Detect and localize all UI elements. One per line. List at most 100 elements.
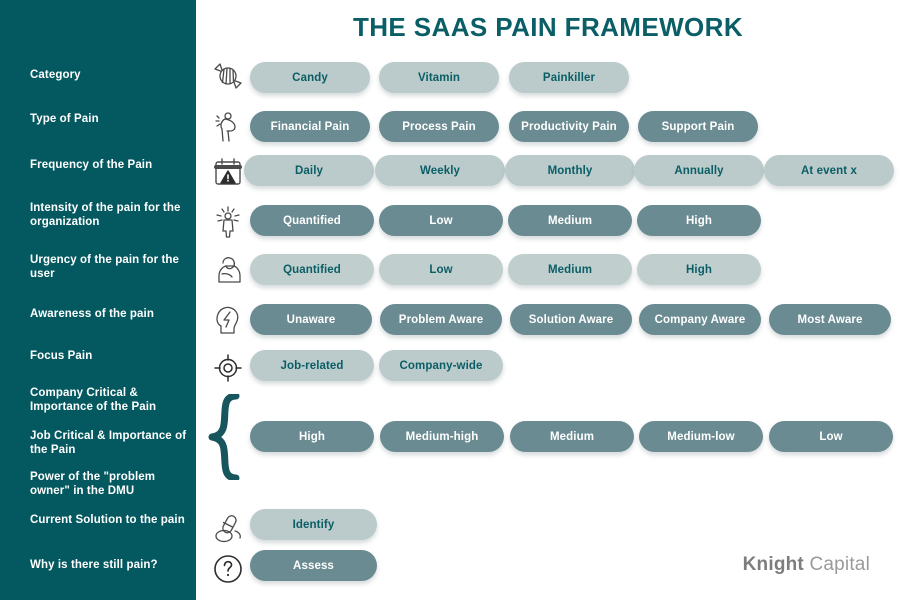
pill-label: Productivity Pain <box>521 120 617 133</box>
pill-awareness-of-the-pain-4[interactable]: Company Aware <box>639 304 761 335</box>
pill-label: Solution Aware <box>528 313 614 326</box>
pill-job-critical-importance-2[interactable]: Medium-high <box>380 421 504 452</box>
sidebar-item-label: Frequency of the Pain <box>30 159 153 171</box>
pill-urgency-of-the-pain-2[interactable]: Low <box>379 254 503 285</box>
sidebar-item-5[interactable]: Urgency of the pain for the user <box>30 253 190 281</box>
sidebar-item-label: Awareness of the pain <box>30 308 154 320</box>
pill-frequency-of-the-pain-4[interactable]: Annually <box>634 155 764 186</box>
pill-intensity-of-the-pain-4[interactable]: High <box>637 205 761 236</box>
sidebar-item-10[interactable]: Power of the "problem owner" in the DMU <box>30 470 190 498</box>
pill-label: Medium <box>547 263 593 276</box>
pill-awareness-of-the-pain-3[interactable]: Solution Aware <box>510 304 632 335</box>
pill-category-2[interactable]: Vitamin <box>379 62 499 93</box>
pills-icon <box>208 508 248 548</box>
sidebar-item-label: Power of the "problem owner" in the DMU <box>30 471 156 497</box>
sidebar-item-8[interactable]: Company Critical & Importance of the Pai… <box>30 386 190 414</box>
sidebar-item-7[interactable]: Focus Pain <box>30 349 190 363</box>
pill-label: Vitamin <box>417 71 461 84</box>
sidebar-item-label: Why is there still pain? <box>30 559 158 571</box>
pill-label: High <box>686 263 712 276</box>
candy-icon <box>208 57 248 97</box>
pill-label: Assess <box>293 559 334 572</box>
pill-label: Low <box>429 214 453 227</box>
head-thought-icon <box>208 300 248 340</box>
sidebar-item-1[interactable]: Category <box>30 68 190 82</box>
sidebar-item-label: Category <box>30 69 81 81</box>
pill-label: Process Pain <box>402 120 476 133</box>
pill-urgency-of-the-pain-1[interactable]: Quantified <box>250 254 374 285</box>
pill-awareness-of-the-pain-5[interactable]: Most Aware <box>769 304 891 335</box>
sidebar-item-6[interactable]: Awareness of the pain <box>30 307 190 321</box>
pill-category-1[interactable]: Candy <box>250 62 370 93</box>
sidebar-item-label: Current Solution to the pain <box>30 514 185 526</box>
pill-label: Quantified <box>283 263 341 276</box>
pill-why-still-pain-1[interactable]: Assess <box>250 550 377 581</box>
brand-name-light: Capital <box>809 554 870 575</box>
sidebar-item-3[interactable]: Frequency of the Pain <box>30 158 190 172</box>
sidebar-item-label: Focus Pain <box>30 350 93 362</box>
pill-frequency-of-the-pain-1[interactable]: Daily <box>244 155 374 186</box>
pill-frequency-of-the-pain-5[interactable]: At event x <box>764 155 894 186</box>
curly-brace-icon <box>206 392 250 482</box>
pill-label: Low <box>819 430 843 443</box>
pill-label: Financial Pain <box>270 120 350 133</box>
sidebar-item-label: Intensity of the pain for the organizati… <box>30 202 181 228</box>
pill-job-critical-importance-1[interactable]: High <box>250 421 374 452</box>
pill-job-critical-importance-4[interactable]: Medium-low <box>639 421 763 452</box>
sidebar-item-9[interactable]: Job Critical & Importance of the Pain <box>30 429 190 457</box>
pill-frequency-of-the-pain-3[interactable]: Monthly <box>505 155 635 186</box>
pill-label: Medium-high <box>405 430 479 443</box>
stressed-person-icon <box>208 202 248 242</box>
pill-intensity-of-the-pain-1[interactable]: Quantified <box>250 205 374 236</box>
back-pain-icon <box>208 107 248 147</box>
pill-label: Quantified <box>283 214 341 227</box>
target-icon <box>208 348 248 388</box>
sidebar-item-11[interactable]: Current Solution to the pain <box>30 513 190 527</box>
pill-urgency-of-the-pain-3[interactable]: Medium <box>508 254 632 285</box>
pill-label: Candy <box>292 71 328 84</box>
pill-label: Daily <box>295 164 323 177</box>
pill-focus-pain-1[interactable]: Job-related <box>250 350 374 381</box>
pill-label: Most Aware <box>797 313 863 326</box>
pill-type-of-pain-3[interactable]: Productivity Pain <box>509 111 629 142</box>
pill-awareness-of-the-pain-2[interactable]: Problem Aware <box>380 304 502 335</box>
pill-label: Identify <box>292 518 335 531</box>
pill-label: Job-related <box>280 359 344 372</box>
pill-urgency-of-the-pain-4[interactable]: High <box>637 254 761 285</box>
pill-type-of-pain-2[interactable]: Process Pain <box>379 111 499 142</box>
sidebar-item-2[interactable]: Type of Pain <box>30 112 190 126</box>
pill-label: Medium <box>547 214 593 227</box>
page-title: THE SAAS PAIN FRAMEWORK <box>352 12 744 42</box>
pill-label: Company Aware <box>654 313 746 326</box>
pill-label: Medium-low <box>667 430 735 443</box>
pill-type-of-pain-1[interactable]: Financial Pain <box>250 111 370 142</box>
pill-label: Weekly <box>419 164 461 177</box>
pill-job-critical-importance-3[interactable]: Medium <box>510 421 634 452</box>
sidebar-item-label: Type of Pain <box>30 113 99 125</box>
worried-person-icon <box>208 251 248 291</box>
sidebar-item-label: Company Critical & Importance of the Pai… <box>30 387 157 413</box>
pill-awareness-of-the-pain-1[interactable]: Unaware <box>250 304 372 335</box>
pill-job-critical-importance-5[interactable]: Low <box>769 421 893 452</box>
pill-frequency-of-the-pain-2[interactable]: Weekly <box>375 155 505 186</box>
calendar-alert-icon <box>208 152 248 192</box>
pill-intensity-of-the-pain-3[interactable]: Medium <box>508 205 632 236</box>
pill-focus-pain-2[interactable]: Company-wide <box>379 350 503 381</box>
pill-label: Low <box>429 263 453 276</box>
pill-current-solution-1[interactable]: Identify <box>250 509 377 540</box>
pill-label: High <box>686 214 712 227</box>
pill-label: At event x <box>801 164 857 177</box>
pill-intensity-of-the-pain-2[interactable]: Low <box>379 205 503 236</box>
sidebar-item-4[interactable]: Intensity of the pain for the organizati… <box>30 201 190 229</box>
pill-label: Annually <box>674 164 724 177</box>
pill-label: High <box>299 430 325 443</box>
brand-name-bold: Knight <box>742 554 804 575</box>
pill-label: Monthly <box>547 164 593 177</box>
pill-type-of-pain-4[interactable]: Support Pain <box>638 111 758 142</box>
sidebar-item-12[interactable]: Why is there still pain? <box>30 558 190 572</box>
pill-label: Medium <box>549 430 595 443</box>
pill-category-3[interactable]: Painkiller <box>509 62 629 93</box>
brand-logo: Knight Capital <box>743 554 870 576</box>
